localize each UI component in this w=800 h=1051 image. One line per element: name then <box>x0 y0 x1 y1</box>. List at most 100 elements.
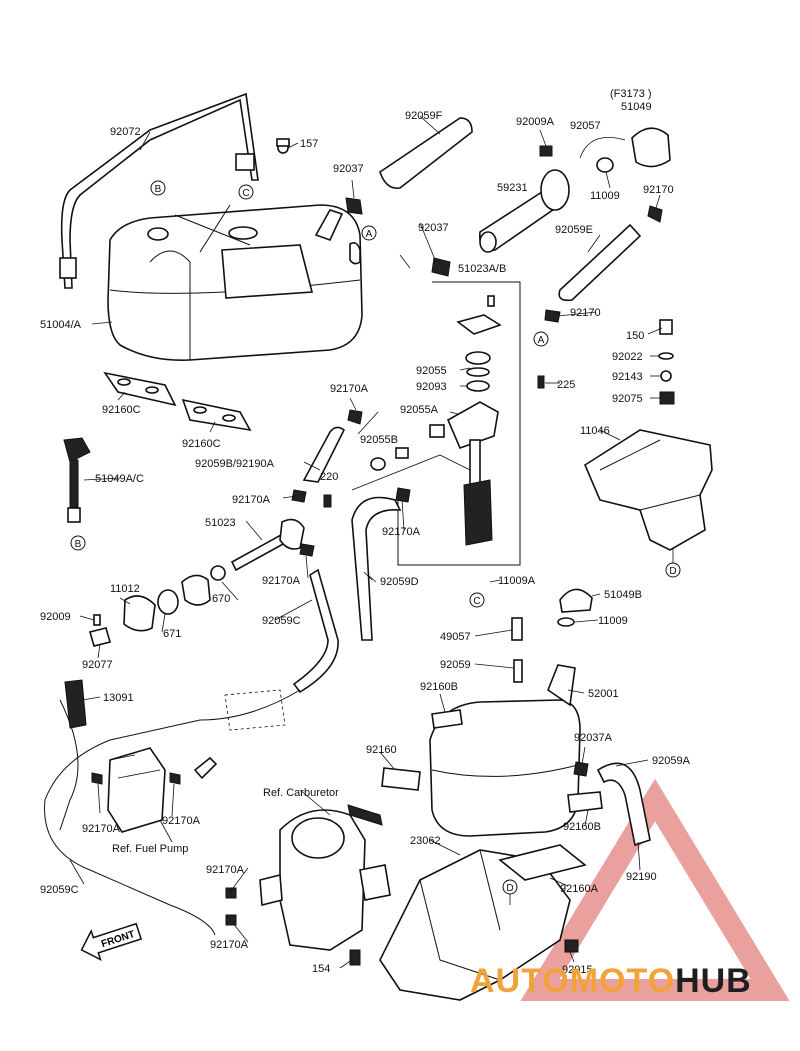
part-label: 92170A <box>82 823 121 835</box>
part-label: 92075 <box>612 393 643 405</box>
part-label: 49057 <box>440 631 471 643</box>
part-label: 92160C <box>102 404 141 416</box>
part-label: 92055 <box>416 365 447 377</box>
part-label: 92057 <box>570 120 601 132</box>
part-label: 92009 <box>40 611 71 623</box>
oil-tank <box>381 588 651 847</box>
part-label: 150 <box>626 330 644 342</box>
callout-a-top: A <box>361 225 377 241</box>
part-label: 92022 <box>612 351 643 363</box>
part-label: 11009 <box>590 190 620 202</box>
filler-assembly <box>379 117 671 302</box>
watermark-text-hub: HUB <box>675 962 752 1000</box>
part-label: 670 <box>212 593 230 605</box>
part-label: 51023A/B <box>458 263 506 275</box>
callout-b-top-label: B <box>155 184 162 195</box>
part-label: 92037 <box>418 222 449 234</box>
callout-a-top-label: A <box>366 229 373 240</box>
callout-b-left: B <box>70 535 86 551</box>
callout-c-top: C <box>238 184 254 200</box>
part-label: 92093 <box>416 381 447 393</box>
part-label: 51049B <box>604 589 642 601</box>
ref-carburetor-label: Ref. Carburetor <box>263 787 339 799</box>
callout-c-mid-label: C <box>473 596 480 607</box>
part-label: 92160B <box>563 821 601 833</box>
hose-clip <box>64 679 87 729</box>
part-label: 92059C <box>262 615 301 627</box>
part-label: 11009 <box>598 615 628 627</box>
part-label: 92072 <box>110 126 141 138</box>
part-label: 92170A <box>382 526 421 538</box>
fuel-tap <box>89 494 332 647</box>
part-label: 92160A <box>560 883 599 895</box>
part-label: 11012 <box>110 583 140 595</box>
tank-pads <box>103 371 252 432</box>
fuel-tank <box>107 204 363 362</box>
fuel-level-sender <box>63 437 91 523</box>
part-label: 13091 <box>103 692 134 704</box>
part-label: 92059A <box>652 755 691 767</box>
part-label: 51049A/C <box>95 473 144 485</box>
part-label: 220 <box>320 471 338 483</box>
leader-lines <box>69 115 663 969</box>
part-label: 11046 <box>580 425 610 437</box>
fuel-hoses <box>44 426 402 936</box>
part-label: 92009A <box>516 116 555 128</box>
part-label: 92055B <box>360 434 398 446</box>
part-label: 92037A <box>574 732 613 744</box>
part-label: 92160B <box>420 681 458 693</box>
part-label: 51049 <box>621 101 652 113</box>
part-label: 51004/A <box>40 319 82 331</box>
part-label: 52001 <box>588 688 619 700</box>
part-label: 92170A <box>206 864 245 876</box>
part-labels: 92072 157 92037 51004/A 92160C 92160C 92… <box>40 101 691 976</box>
part-label: 92059D <box>380 576 419 588</box>
ref-fuel-pump-label: Ref. Fuel Pump <box>112 843 188 855</box>
figure-code: (F3173 ) <box>610 88 652 100</box>
part-label: 92037 <box>333 163 364 175</box>
part-label: 92015 <box>562 964 593 976</box>
callout-d-right: D <box>665 562 681 578</box>
callout-c-top-label: C <box>242 188 249 199</box>
part-label: 92160 <box>366 744 397 756</box>
hose-clamps <box>291 197 561 557</box>
callout-a-right: A <box>533 331 549 347</box>
part-label: 92170A <box>210 939 249 951</box>
tray <box>349 844 587 1001</box>
part-label: 92170A <box>162 815 201 827</box>
part-label: 157 <box>300 138 318 150</box>
callout-d-bottom-label: D <box>506 883 513 894</box>
watermark-triangle <box>520 778 790 1001</box>
part-label: 92170A <box>262 575 301 587</box>
part-label: 92170A <box>232 494 271 506</box>
part-label: 92059 <box>440 659 471 671</box>
part-label: 92059C <box>40 884 79 896</box>
callout-b-top: B <box>150 180 166 196</box>
part-label: 51023 <box>205 517 236 529</box>
fuel-pump <box>91 747 181 833</box>
callout-d-bottom: D <box>502 879 518 895</box>
watermark-logo: AUTOMOTOHUB <box>470 962 800 1002</box>
part-label: 671 <box>163 628 181 640</box>
part-label: 92143 <box>612 371 643 383</box>
part-label: 11009A <box>498 575 536 587</box>
callout-b-left-label: B <box>75 539 82 550</box>
part-label: 92170 <box>570 307 601 319</box>
part-label: 23062 <box>410 835 441 847</box>
watermark-text-automoto: AUTOMOTO <box>470 962 676 1000</box>
part-label: 92190 <box>626 871 657 883</box>
part-label: 92059E <box>555 224 593 236</box>
part-label: 92170A <box>330 383 369 395</box>
part-label: 225 <box>557 379 575 391</box>
part-label: 92077 <box>82 659 113 671</box>
part-label: 154 <box>312 963 330 975</box>
part-label: 92055A <box>400 404 439 416</box>
carburetor <box>225 804 391 951</box>
tank-strap <box>59 92 290 289</box>
part-label: 92059B/92190A <box>195 458 275 470</box>
callout-a-right-label: A <box>538 335 545 346</box>
part-label: 92059F <box>405 110 443 122</box>
callout-c-mid: C <box>469 592 485 608</box>
